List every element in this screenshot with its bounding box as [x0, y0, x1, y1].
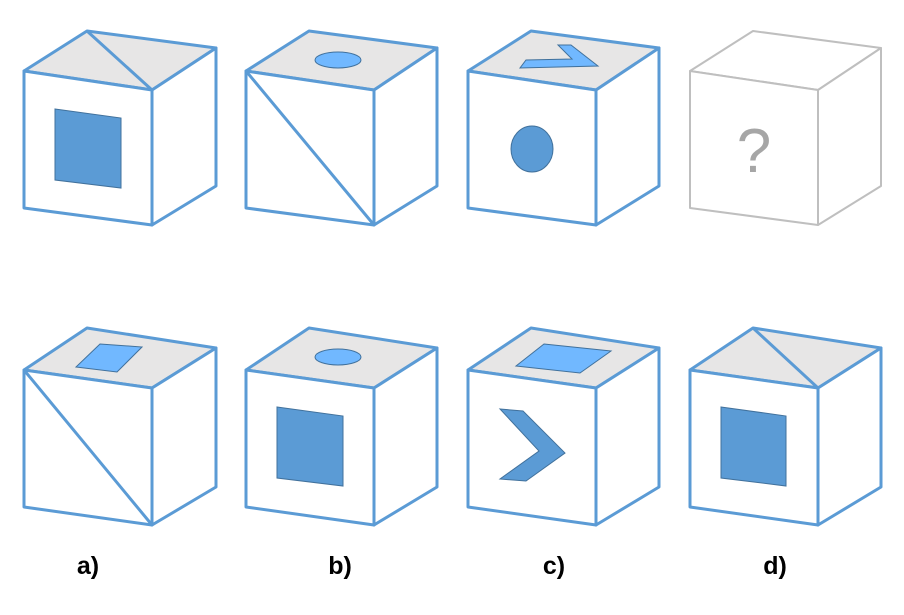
- square-icon: [514, 343, 613, 374]
- square-icon: [54, 108, 122, 189]
- option-b-cube[interactable]: [244, 326, 439, 527]
- front-diagonal: [244, 70, 376, 226]
- ellipse-icon: [314, 51, 362, 69]
- circle-icon: [510, 125, 554, 173]
- question-mark: ?: [737, 117, 771, 186]
- square-icon: [720, 406, 787, 487]
- side-face: [816, 346, 883, 527]
- option-d-label[interactable]: d): [763, 552, 787, 580]
- top-diagonal: [85, 29, 154, 92]
- sequence-cube-2: [244, 29, 439, 227]
- option-c-cube[interactable]: [466, 326, 661, 527]
- side-face: [150, 346, 218, 527]
- side-face: [594, 346, 661, 527]
- option-a-label[interactable]: a): [76, 552, 100, 580]
- side-face: [150, 46, 218, 227]
- option-a-cube[interactable]: [22, 326, 218, 527]
- chevron-icon: [498, 408, 566, 482]
- side-face: [594, 46, 661, 227]
- sequence-cube-1: [22, 29, 218, 227]
- option-c-label[interactable]: c): [542, 552, 566, 580]
- side-face: [817, 47, 882, 226]
- ellipse-icon: [314, 348, 362, 366]
- sequence-cube-unknown: ?: [689, 30, 882, 226]
- square-icon: [276, 406, 344, 487]
- side-face: [372, 346, 439, 527]
- option-b-label[interactable]: b): [328, 552, 352, 580]
- sequence-cube-3: [466, 29, 661, 227]
- chevron-icon: [518, 44, 600, 69]
- front-face: [466, 368, 598, 527]
- square-icon: [74, 343, 144, 373]
- side-face: [372, 46, 439, 227]
- top-diagonal: [751, 326, 820, 390]
- front-diagonal: [22, 369, 154, 526]
- option-d-cube[interactable]: [688, 326, 883, 527]
